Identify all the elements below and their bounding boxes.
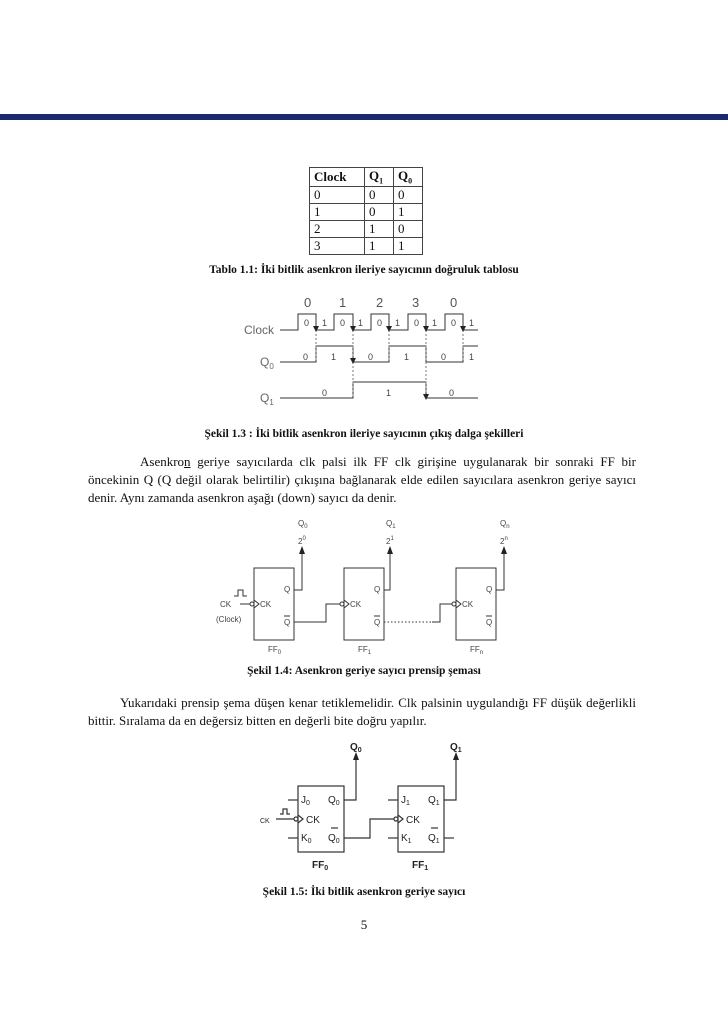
paragraph-2: Yukarıdaki prensip şema düşen kenar teti… xyxy=(88,695,636,728)
clock-level: 0 xyxy=(340,318,345,328)
q0-signal-label: Q0 xyxy=(260,355,274,371)
clock-level: 1 xyxy=(432,318,437,328)
q0-level: 0 xyxy=(368,352,373,362)
clock-count-label: 0 xyxy=(450,295,457,310)
q0-level: 1 xyxy=(404,352,409,362)
q0-level: 0 xyxy=(441,352,446,362)
table-cell: 0 xyxy=(393,185,423,204)
table-cell: 2 xyxy=(309,219,365,238)
table-cell: 1 xyxy=(393,236,423,255)
pin-j-label: J1 xyxy=(401,795,410,807)
output-label: Qn xyxy=(500,519,510,530)
pin-j-label: J0 xyxy=(301,795,310,807)
q0-level: 1 xyxy=(469,352,474,362)
clock-level: 0 xyxy=(451,318,456,328)
table-cell: 1 xyxy=(364,236,394,255)
table-header-q0: Q0 xyxy=(393,167,423,187)
pin-qbar-label: Q1 xyxy=(428,833,440,845)
pin-ck-label: CK xyxy=(350,600,362,609)
clock-trace xyxy=(280,313,478,331)
table-cell: 0 xyxy=(309,185,365,204)
output-label: Q1 xyxy=(450,742,462,754)
pin-q-label: Q0 xyxy=(328,795,340,807)
clock-level: 0 xyxy=(377,318,382,328)
q1-signal-label: Q1 xyxy=(260,391,274,407)
ff-label: FF0 xyxy=(312,860,328,872)
waveform-diagram: 0 1 2 3 0 Clock Q0 Q1 0 1 0 1 0 1 xyxy=(244,295,478,407)
q0-level: 1 xyxy=(331,352,336,362)
clock-level: 1 xyxy=(358,318,363,328)
pin-q-label: Q xyxy=(486,585,492,594)
ff-label: FFn xyxy=(470,645,483,656)
pin-ck-label: CK xyxy=(462,600,474,609)
ck-input-label: CK xyxy=(260,818,270,825)
figure-1-4-caption: Şekil 1.4: Asenkron geriye sayıcı prensi… xyxy=(247,665,481,677)
table-cell: 1 xyxy=(393,202,423,221)
table-cell: 1 xyxy=(309,202,365,221)
pin-ck-label: CK xyxy=(406,815,420,826)
table-cell: 1 xyxy=(364,219,394,238)
clock-count-label: 1 xyxy=(339,295,346,310)
q1-trace xyxy=(280,381,478,399)
pin-qbar-label: Q xyxy=(486,618,492,627)
output-label: Q0 xyxy=(298,519,308,530)
clock-level: 1 xyxy=(322,318,327,328)
clock-level: 1 xyxy=(469,318,474,328)
weight-label: 2n xyxy=(500,536,508,546)
table-cell: 0 xyxy=(393,219,423,238)
clock-note-label: (Clock) xyxy=(216,615,242,624)
clock-level: 0 xyxy=(414,318,419,328)
output-label: Q0 xyxy=(350,742,362,754)
ff-label: FF1 xyxy=(412,860,428,872)
clock-level: 1 xyxy=(395,318,400,328)
pin-ck-label: CK xyxy=(260,600,272,609)
table-cell: 3 xyxy=(309,236,365,255)
table-header-q1: Q1 xyxy=(364,167,394,187)
ck-input-label: CK xyxy=(220,600,232,609)
clock-count-label: 0 xyxy=(304,295,311,310)
figure-1-5-caption: Şekil 1.5: İki bitlik asenkron geriye sa… xyxy=(262,886,466,898)
clock-level: 0 xyxy=(304,318,309,328)
table-header-row: Clock Q1 Q0 xyxy=(309,167,423,187)
q0-level: 0 xyxy=(303,352,308,362)
table-caption: Tablo 1.1: İki bitlik asenkron ileriye s… xyxy=(209,264,519,276)
q1-level: 0 xyxy=(322,388,327,398)
table-header-clock: Clock xyxy=(309,167,365,187)
pin-q-label: Q xyxy=(374,585,380,594)
counter-principle-diagram: Q0 Q1 Qn 20 21 2n Q Q Q Q Q Q CK CK CK C… xyxy=(216,519,510,656)
q1-level: 1 xyxy=(386,388,391,398)
pin-qbar-label: Q xyxy=(374,618,380,627)
weight-label: 21 xyxy=(386,536,394,546)
output-label: Q1 xyxy=(386,519,396,530)
pin-ck-label: CK xyxy=(306,815,320,826)
pin-q-label: Q xyxy=(284,585,290,594)
clock-count-label: 2 xyxy=(376,295,383,310)
q0-trace xyxy=(280,345,478,363)
page-number: 5 xyxy=(360,917,368,932)
pin-qbar-label: Q0 xyxy=(328,833,340,845)
figure-1-3-caption: Şekil 1.3 : İki bitlik asenkron ileriye … xyxy=(204,428,524,440)
weight-label: 20 xyxy=(298,536,306,546)
ff-label: FF1 xyxy=(358,645,372,656)
two-bit-down-counter-diagram: Q0 Q1 J0 J1 K0 K1 Q0 Q1 Q0 Q1 CK CK CK F… xyxy=(260,742,462,872)
paragraph-1: Asenkron geriye sayıcılarda clk palsi il… xyxy=(88,454,636,505)
clock-signal-label: Clock xyxy=(244,323,275,337)
header-bar xyxy=(0,114,728,120)
ff-label: FF0 xyxy=(268,645,282,656)
table-cell: 0 xyxy=(364,185,394,204)
pin-q-label: Q1 xyxy=(428,795,440,807)
clock-count-label: 3 xyxy=(412,295,419,310)
pin-k-label: K1 xyxy=(401,833,412,845)
q1-level: 0 xyxy=(449,388,454,398)
pin-k-label: K0 xyxy=(301,833,312,845)
pin-qbar-label: Q xyxy=(284,618,290,627)
table-cell: 0 xyxy=(364,202,394,221)
